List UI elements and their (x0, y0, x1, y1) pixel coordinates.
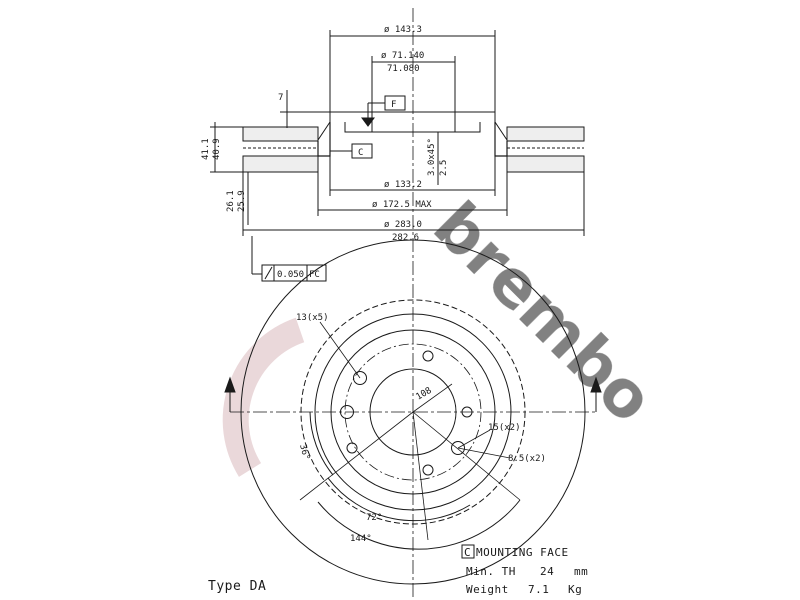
dim-d-inner: ø 133.2 (384, 180, 422, 190)
hat-right (494, 121, 508, 150)
dim-thickness-top: 26.1 (226, 190, 236, 212)
angle-ray (299, 411, 414, 501)
section-arrow-right (590, 376, 602, 393)
angle-144-label: 144° (350, 534, 372, 544)
angle-arc-144 (317, 499, 521, 550)
bolt-hole (451, 441, 465, 455)
watermark-logo-arc (222, 317, 305, 477)
datum-f-label: F (391, 100, 396, 110)
pcd-circle (344, 343, 482, 481)
pcd-leader (412, 383, 453, 413)
dim-height-bottom: 40.9 (212, 138, 222, 160)
ring-bottom-plate (242, 155, 319, 173)
dim-d-disc-top: ø 283.0 (384, 220, 422, 230)
hole-spec-label: 13(x5) (296, 313, 329, 323)
dim-d-hub-bottom: 71.080 (387, 64, 420, 74)
angle-arc-36 (309, 411, 334, 476)
runout-value: 0.050 (277, 270, 304, 280)
bolt-hole (422, 464, 434, 476)
datum-f-mark (361, 117, 375, 127)
min-th-label: Min. TH (466, 565, 516, 578)
weight-value: 7.1 (528, 583, 549, 596)
bolt-hole (353, 371, 367, 385)
bolt-hole (422, 350, 434, 362)
watermark: brembo (222, 189, 667, 477)
type-label: Type DA (208, 579, 266, 594)
section-arrow-left (224, 376, 236, 393)
bolt-hole (461, 406, 473, 418)
plan-view (224, 239, 602, 585)
angle-72-label: 72° (366, 513, 382, 523)
notes-block: C MOUNTING FACE Min. TH 24 mm Weight 7.1… (208, 544, 588, 596)
dim-d-disc-bottom: 282.6 (392, 233, 419, 243)
hat-left (317, 121, 331, 150)
ring-bottom-plate-right (506, 155, 585, 173)
hub-web-right (494, 122, 508, 157)
runout-symbol (264, 266, 273, 280)
hole-85-leader (457, 447, 511, 459)
angle-arc-72 (327, 477, 471, 522)
runout-frame (261, 264, 327, 282)
hub-outline (329, 111, 496, 122)
dim-chamfer-depth: 2.5 (439, 160, 449, 176)
dim-d-hub-top: ø 71.140 (381, 51, 424, 61)
section-labels: ø 143.3 ø 71.140 71.080 7 F C 41.1 40.9 … (201, 25, 449, 280)
pcd-label: 108 (415, 386, 434, 403)
hub-web (317, 122, 331, 157)
angle-ray (412, 411, 521, 501)
runout-ref: FC (309, 270, 320, 280)
hub-face (344, 122, 481, 133)
ring-top-plate-right (506, 126, 585, 142)
mounting-marker-box (461, 544, 475, 559)
dim-chamfer: 3.0x45° (427, 138, 437, 176)
angle-36-label: 36° (297, 443, 311, 461)
hole-85-label: 8.5(x2) (508, 454, 546, 464)
hole-spec-leader (319, 321, 361, 379)
dim-height-top: 41.1 (201, 138, 211, 160)
dim-hub-depth: 7 (278, 93, 283, 103)
ring-top-plate (242, 126, 319, 142)
section-view (210, 8, 585, 600)
angle-ray (412, 411, 429, 541)
bolt-hole (346, 442, 358, 454)
weight-label: Weight (466, 583, 509, 596)
min-th-unit: mm (574, 565, 588, 578)
bolt-hole (340, 405, 354, 419)
hole-15-label: 15(x2) (488, 423, 521, 433)
dim-d-outer-top: ø 143.3 (384, 25, 422, 35)
mounting-marker: C (464, 546, 471, 559)
watermark-text: brembo (419, 189, 667, 437)
dim-d-max: ø 172.5 MAX (372, 200, 432, 210)
dim-thickness-bottom: 25.9 (237, 190, 247, 212)
hole-15-leader (457, 429, 491, 449)
datum-c-label: C (358, 148, 363, 158)
min-th-value: 24 (540, 565, 554, 578)
weight-unit: Kg (568, 583, 582, 596)
mounting-face-label: MOUNTING FACE (476, 546, 569, 559)
